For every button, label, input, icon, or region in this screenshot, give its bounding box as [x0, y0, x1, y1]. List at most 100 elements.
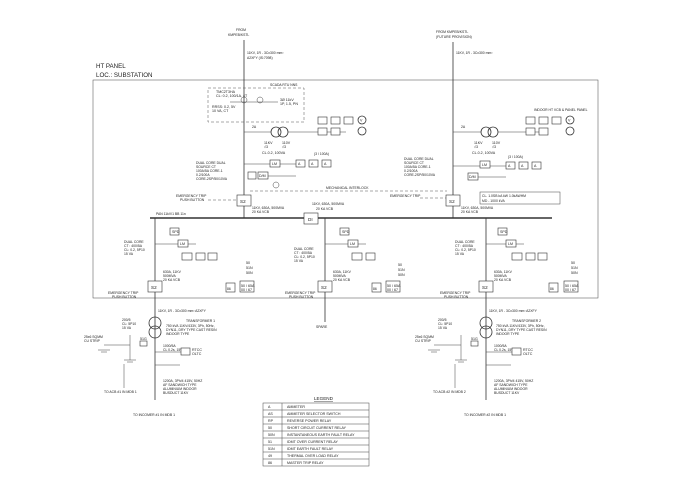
pt-right-r2: 110V: [492, 141, 501, 145]
panel-location: LOC.: SUBSTATION: [96, 72, 153, 79]
to-acb-left: TO ACB #1 IN MDB 1: [104, 390, 137, 394]
legend-symbol: 50N: [268, 433, 275, 437]
relay-dm-right: D/M: [469, 175, 476, 179]
feeder-mid-vcb[interactable]: [317, 280, 333, 293]
relay-small-left: 51G: [140, 337, 147, 341]
feeder-vcb-right-2: 500MVA: [494, 274, 507, 278]
busduct-left-4: BUSDUCT 11KV: [163, 391, 189, 395]
dual-ct-right-l4: 0.2/100A: [404, 169, 418, 173]
legend-symbol: A: [268, 405, 271, 409]
busduct-left-3: ALUMINIUM INDOOR: [163, 387, 197, 391]
right-note-l2: MD - 1000 kVA: [482, 199, 505, 203]
neutral-ct-right-3: 15 VA: [438, 326, 448, 330]
tx-left-1: TRANSFORMER 1: [186, 319, 215, 323]
legend-description: IDMT OVER CURRENT RELAY: [287, 440, 339, 444]
relay-small-right: 51G: [471, 337, 478, 341]
vcb-left-l2: 20 KA VCB: [252, 210, 270, 214]
feeder-ct-mid-2: CT : 400/5A: [294, 251, 313, 255]
pt-left-tag: 2A: [252, 125, 257, 129]
legend-description: INSTANTANEOUS EARTH FAULT RELAY: [287, 433, 355, 437]
legend-symbol: 51: [268, 440, 272, 444]
scada-label: SCADA RTU NNS: [270, 83, 298, 87]
prot-right-3: 50N: [571, 271, 578, 275]
legend-symbol: RP: [268, 419, 274, 423]
et-feeder-right-1: EMERGENCY TRIP: [440, 291, 471, 295]
et-feeder-left-2: PUSH BUTTON: [112, 295, 137, 299]
ngr-right-2: CL 0.2s, 15VA: [494, 348, 516, 352]
legend-frame: [262, 402, 370, 467]
pt-left-r4: √3: [282, 145, 286, 149]
feeder-mid: SPD LM S2 86: [317, 218, 401, 322]
strip-left-2: CU STRIP: [84, 339, 101, 343]
svg-text:86: 86: [373, 287, 377, 291]
spd-left: SPD: [172, 230, 180, 234]
earth-right-1: 50 / 65A: [565, 284, 579, 288]
strip-right-1: 25x6 SQMM: [415, 335, 434, 339]
earthing-right: [428, 335, 479, 363]
pt-right-tag: 2A: [461, 125, 466, 129]
scada-pt-symbol: [256, 96, 264, 104]
vcb-right-l1: 11KV, 630A, 500MVA: [461, 206, 494, 210]
rtcc-right-box: [511, 347, 522, 356]
dual-ct-left-l3: 100A/5A CORE-1: [196, 169, 223, 173]
earth-mid-1: 50 / 65A: [387, 284, 401, 288]
transformer-right-symbol: [479, 316, 493, 339]
pt-right-cl: CL.0.2, 100VA: [472, 151, 496, 155]
to-incomer-left: TO INCOMER #1 IN MDB 1: [133, 413, 175, 417]
meter-a-left-2: A: [311, 162, 314, 166]
feeder-left-vcb[interactable]: [147, 280, 163, 293]
feeder-ct-right-3: CL: 0.2, 5P10: [455, 248, 476, 252]
scada-ph-l2: 1P, 1.5, PN: [280, 102, 298, 106]
dual-ct-left-l1: DUAL CORE DUAL: [196, 161, 226, 165]
prot-left-3: 50N: [246, 271, 253, 275]
feeder-vcb-mid-3: 20 KA VCB: [333, 278, 351, 282]
legend-symbol: 49: [268, 454, 272, 458]
neutral-ct-right-2: CL: 5P10: [438, 322, 452, 326]
relay-lm-left: LM: [272, 162, 277, 166]
right-note-l1: CL. 1.0SB kA kW 1.0kAWHM: [482, 194, 526, 198]
meter-a-left-3: A: [324, 162, 327, 166]
incoming-cable-l1: 11KV, 1R - 3Cx300 mm²: [247, 51, 284, 55]
prot-right-1: 50: [571, 261, 575, 265]
svg-text:S2: S2: [482, 285, 488, 290]
panel-title: HT PANEL: [96, 63, 126, 70]
pt-right-r4: √3: [492, 145, 496, 149]
prot-left-2: 51N: [246, 266, 253, 270]
incoming-cable-r1: 11KV, 1R - 3Cx300 mm²: [456, 51, 493, 55]
feeder-vcb-right-1: 630A, 11KV: [494, 270, 513, 274]
right-panel-note-box: [479, 191, 561, 205]
pt-left-r3: √3: [264, 145, 268, 149]
feeder-right-vcb[interactable]: [478, 280, 494, 293]
spd-mid: SPD: [342, 230, 350, 234]
feeder-ct-right-2: CT : 400/5A: [455, 244, 474, 248]
relay-dm-left: D/M: [259, 174, 266, 178]
legend-symbol: 51N: [268, 447, 275, 451]
spare-label: SPARE: [316, 325, 328, 329]
feeder-left: SPD LM S2 86: [147, 218, 255, 400]
ct-label-left: (3 / 100A): [314, 152, 329, 156]
bus-coupler-vcb[interactable]: [303, 212, 319, 225]
et-incomer-left-2: PUSH BUTTON: [180, 198, 205, 202]
feeder-ct-right-4: 15 VA: [455, 252, 465, 256]
pt-right-r1: 11KV: [474, 141, 483, 145]
lm-feeder-right: LM: [508, 242, 513, 246]
ct-label-right: (3 / 100A): [508, 155, 523, 159]
meter-v-right: V: [568, 119, 571, 123]
feeder-vcb-left-1: 630A, 11KV: [163, 270, 182, 274]
prot-mid-3: 50N: [398, 273, 405, 277]
earth-right-2: 00 / 67: [565, 288, 576, 292]
svg-text:86: 86: [550, 287, 554, 291]
prot-left-1: 50: [246, 261, 250, 265]
rtcc-left-box: [180, 347, 191, 356]
ht-panel-boundary: [92, 79, 599, 299]
meter-a-left-1: A: [298, 162, 301, 166]
pt-left-r2: 110V: [282, 141, 291, 145]
scada-box: [207, 87, 305, 123]
tx-left-4: INDOOR TYPE: [166, 332, 190, 336]
dual-ct-right-l1: DUAL CORE DUAL: [404, 157, 434, 161]
legend-description: SHORT CIRCUIT CURRENT RELAY: [287, 426, 347, 430]
out-cable-right: 11KV, 1R - 3Cx300 mm² A2XFY: [489, 309, 538, 313]
meter-a-right-1: A: [508, 164, 511, 168]
source-right-l1: FROM KMPEB/KSTL: [436, 30, 468, 34]
